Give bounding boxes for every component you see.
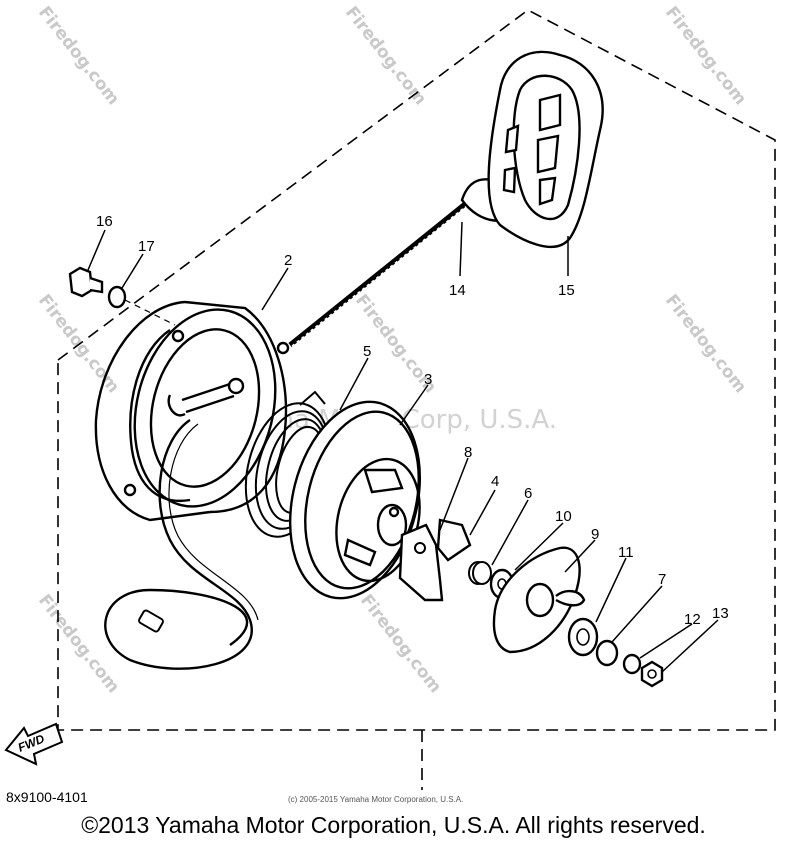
callout-labels: 2 3 4 5 6 7 8 9 10 11 12 13 14 15 16 17 [96, 213, 729, 628]
drum-sheave [288, 400, 422, 600]
callout-16: 16 [96, 213, 113, 230]
callout-6: 6 [524, 485, 532, 502]
pawl [398, 523, 444, 602]
watermark-text: Firedog.com [356, 591, 445, 697]
starter-rope [288, 198, 472, 347]
starter-handle [460, 50, 604, 249]
callout-2: 2 [284, 252, 292, 269]
document-number: 8x9100-4101 [6, 789, 88, 805]
callout-10: 10 [555, 508, 572, 525]
callout-5: 5 [363, 343, 371, 360]
assembly-boundary-dashed [57, 9, 776, 731]
bolt-16 [68, 266, 104, 298]
callout-8: 8 [464, 444, 472, 461]
small-copyright: (c) 2005-2015 Yamaha Motor Corporation, … [288, 795, 464, 804]
washer-12 [622, 653, 642, 675]
guide-plate [492, 546, 586, 654]
callout-15: 15 [558, 282, 575, 299]
callout-11: 11 [618, 544, 634, 561]
callout-13: 13 [712, 605, 729, 622]
leader-lines [87, 221, 719, 673]
watermark-text: Firedog.com [661, 291, 750, 397]
watermark-layer: Firedog.com Firedog.com Firedog.com Fire… [34, 3, 750, 697]
callout-9: 9 [591, 526, 599, 543]
callout-14: 14 [449, 282, 466, 299]
washer-11 [567, 617, 599, 657]
nut-13 [640, 660, 664, 688]
watermark-text: Firedog.com [661, 3, 750, 109]
footer-copyright: ©2013 Yamaha Motor Corporation, U.S.A. A… [81, 812, 706, 838]
callout-7: 7 [658, 571, 666, 588]
small-spring [468, 561, 492, 585]
washer-17 [107, 285, 127, 309]
callout-17: 17 [138, 238, 155, 255]
pawl-spring [436, 518, 472, 562]
watermark-text: Firedog.com [34, 3, 123, 109]
callout-4: 4 [491, 473, 499, 490]
callout-3: 3 [424, 371, 432, 388]
fwd-arrow: FWD [4, 722, 64, 766]
washer-7 [595, 639, 619, 667]
starter-rope-loop [104, 419, 259, 670]
callout-12: 12 [684, 611, 701, 628]
